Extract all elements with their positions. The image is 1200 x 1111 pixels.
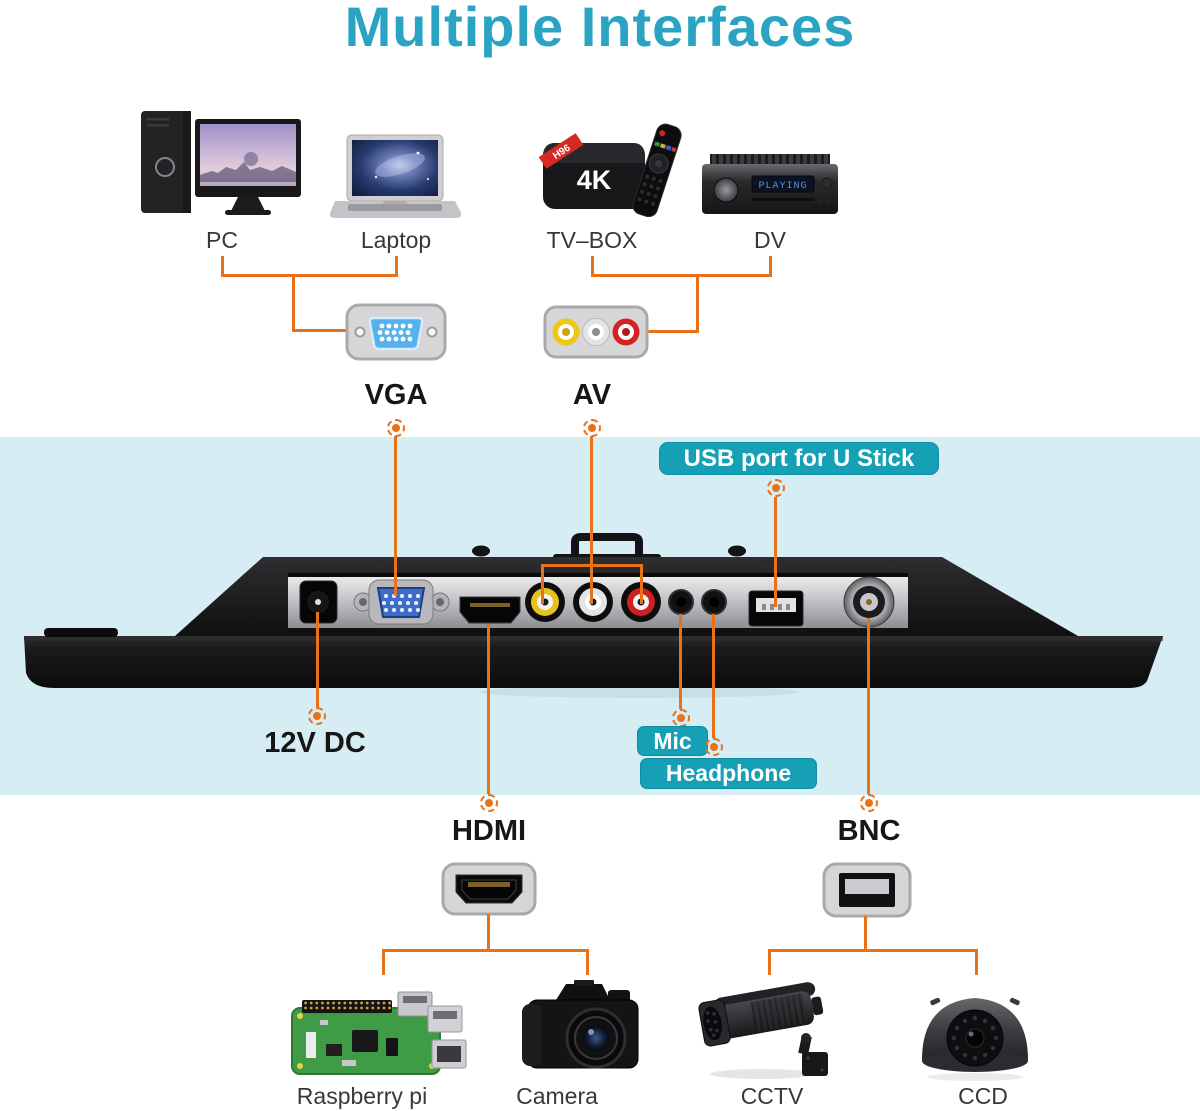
dv-display-text: PLAYING: [758, 181, 807, 192]
hdmi-label: HDMI: [451, 815, 527, 847]
pc-label: PC: [206, 227, 238, 253]
connector-line: [586, 949, 589, 975]
ccd-device-image: [910, 984, 1040, 1084]
connector-line: [867, 618, 870, 794]
pc-device-image: [133, 105, 305, 220]
raspberry-pi-device-image: [286, 986, 468, 1082]
raspberry-pi-label: Raspberry pi: [296, 1083, 428, 1109]
hdmi-connector-image: [441, 862, 537, 916]
connector-line: [591, 256, 594, 277]
cctv-icon: [698, 982, 828, 1079]
hdmi-target-marker: [480, 794, 498, 812]
connector-line: [768, 949, 771, 975]
connector-line: [394, 436, 397, 596]
connector-line: [487, 624, 490, 794]
tv-box-label: TV–BOX: [546, 227, 638, 253]
vga-label: VGA: [364, 379, 428, 411]
usb-callout-badge: USB port for U Stick: [659, 442, 939, 475]
monitor-back-panel-image: [24, 533, 1163, 698]
hdmi-port-icon: [441, 862, 537, 916]
camera-label: Camera: [516, 1083, 598, 1109]
connector-line: [648, 330, 699, 333]
connector-line: [395, 256, 398, 277]
ccd-label: CCD: [958, 1083, 1008, 1109]
bnc-connector-image: [822, 862, 912, 918]
av-connector-image: [543, 305, 649, 359]
connector-line: [975, 949, 978, 975]
tv-box-icon: 4K H96: [538, 123, 682, 218]
dc-target-marker: [308, 707, 326, 725]
vga-target-marker: [387, 419, 405, 437]
headphone-badge: Headphone: [640, 758, 817, 789]
cctv-label: CCTV: [740, 1083, 804, 1109]
raspberry-pi-icon: [291, 991, 467, 1075]
connector-line: [221, 274, 398, 277]
connector-line: [382, 949, 385, 975]
connector-line: [292, 329, 347, 332]
pc-icon: [141, 111, 301, 215]
connector-line: [696, 274, 699, 333]
connector-line: [769, 256, 772, 277]
connector-line: [292, 274, 295, 332]
usb-target-marker: [767, 479, 785, 497]
connector-line: [591, 274, 772, 277]
vga-port-icon: [345, 303, 447, 361]
mic-target-marker: [672, 709, 690, 727]
laptop-icon: [330, 134, 462, 218]
connector-line: [774, 497, 777, 607]
camera-icon: [522, 980, 639, 1069]
connector-line: [590, 436, 593, 567]
ccd-dome-icon: [922, 997, 1028, 1081]
dc-power-label: 12V DC: [264, 727, 366, 759]
connector-line: [640, 564, 643, 604]
av-target-marker: [583, 419, 601, 437]
cctv-device-image: [696, 976, 858, 1080]
bnc-label: BNC: [837, 815, 901, 847]
camera-device-image: [512, 976, 654, 1082]
connector-line: [316, 612, 319, 707]
laptop-label: Laptop: [360, 227, 432, 253]
connector-line: [864, 916, 867, 951]
connector-line: [768, 949, 978, 952]
page-title: Multiple Interfaces: [344, 0, 856, 58]
av-label: AV: [572, 379, 612, 411]
headphone-target-marker: [705, 738, 723, 756]
connector-line: [221, 256, 224, 277]
bnc-target-marker: [860, 794, 878, 812]
connector-line: [679, 614, 682, 709]
tv-box-device-image: 4K H96: [535, 115, 685, 223]
tv-box-4k-text: 4K: [577, 165, 612, 195]
vga-connector-image: [345, 303, 447, 361]
laptop-device-image: [330, 133, 462, 221]
connector-line: [382, 949, 589, 952]
mic-badge: Mic: [637, 726, 708, 756]
connector-line: [590, 564, 593, 604]
av-rca-icon: [543, 305, 649, 359]
connector-line: [712, 614, 715, 738]
dv-device-image: PLAYING: [700, 150, 840, 222]
dv-label: DV: [754, 227, 786, 253]
dv-icon: PLAYING: [702, 154, 838, 214]
connector-line: [541, 564, 544, 604]
bnc-port-icon: [822, 862, 912, 918]
connector-line: [487, 914, 490, 952]
